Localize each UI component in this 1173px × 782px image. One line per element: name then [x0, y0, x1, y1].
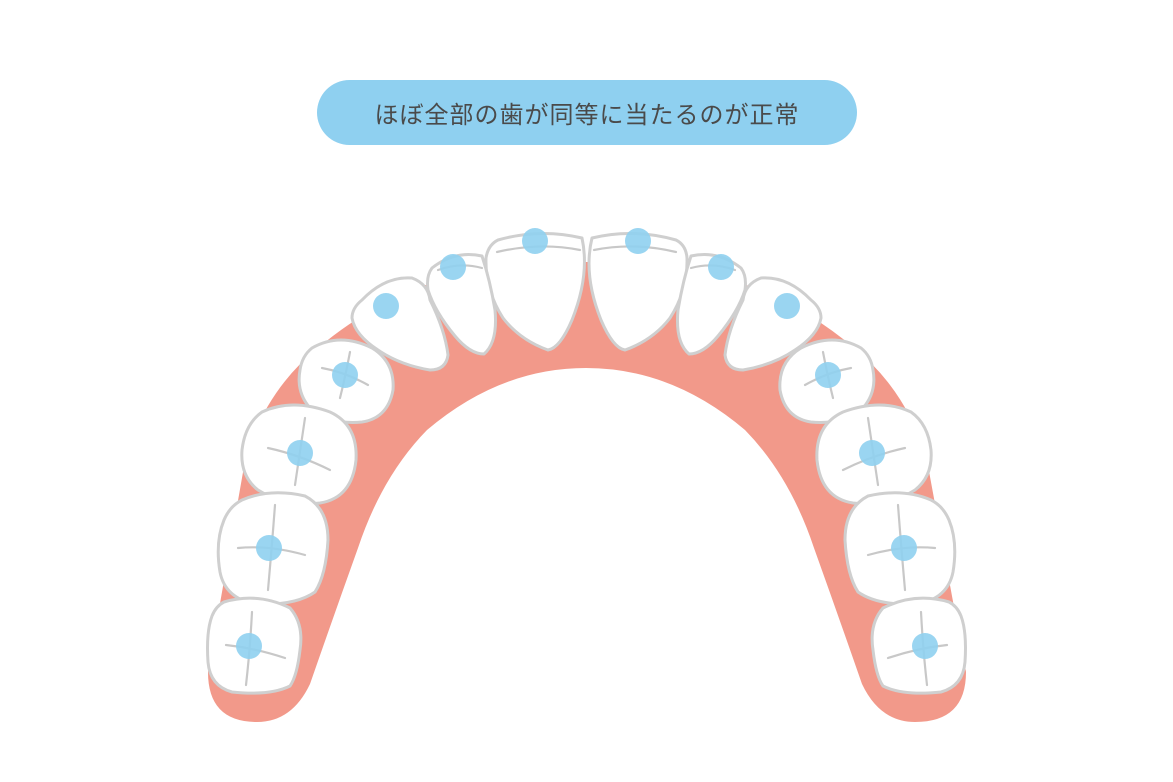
contact-point: [859, 440, 885, 466]
tooth-premolar2-left: [240, 403, 358, 506]
caption-banner: ほぼ全部の歯が同等に当たるのが正常: [317, 80, 857, 145]
caption-text: ほぼ全部の歯が同等に当たるのが正常: [374, 101, 800, 129]
contact-point: [440, 254, 466, 280]
tooth-front-left: [484, 228, 586, 352]
tooth-molar1-left: [216, 491, 330, 606]
contact-point: [256, 535, 282, 561]
contact-point: [815, 362, 841, 388]
contact-point: [236, 633, 262, 659]
tooth-premolar1-left: [297, 338, 395, 424]
contact-point: [332, 362, 358, 388]
contact-point: [287, 440, 313, 466]
contact-point: [708, 254, 734, 280]
contact-point: [522, 228, 548, 254]
contact-point: [891, 535, 917, 561]
contact-point: [774, 293, 800, 319]
tooth-lateral-right: [676, 253, 747, 356]
contact-point: [373, 293, 399, 319]
contact-point: [912, 633, 938, 659]
tooth-lateral-left: [426, 253, 497, 356]
contact-point: [625, 228, 651, 254]
tooth-molar2-right: [870, 596, 967, 695]
tooth-canine-left: [350, 276, 450, 372]
tooth-molar1-right: [843, 491, 957, 606]
tooth-molar2-left: [206, 596, 303, 695]
tooth-canine-right: [723, 276, 823, 372]
tooth-premolar2-right: [815, 403, 933, 506]
gum: [208, 262, 966, 722]
tooth-front-right: [587, 228, 689, 352]
